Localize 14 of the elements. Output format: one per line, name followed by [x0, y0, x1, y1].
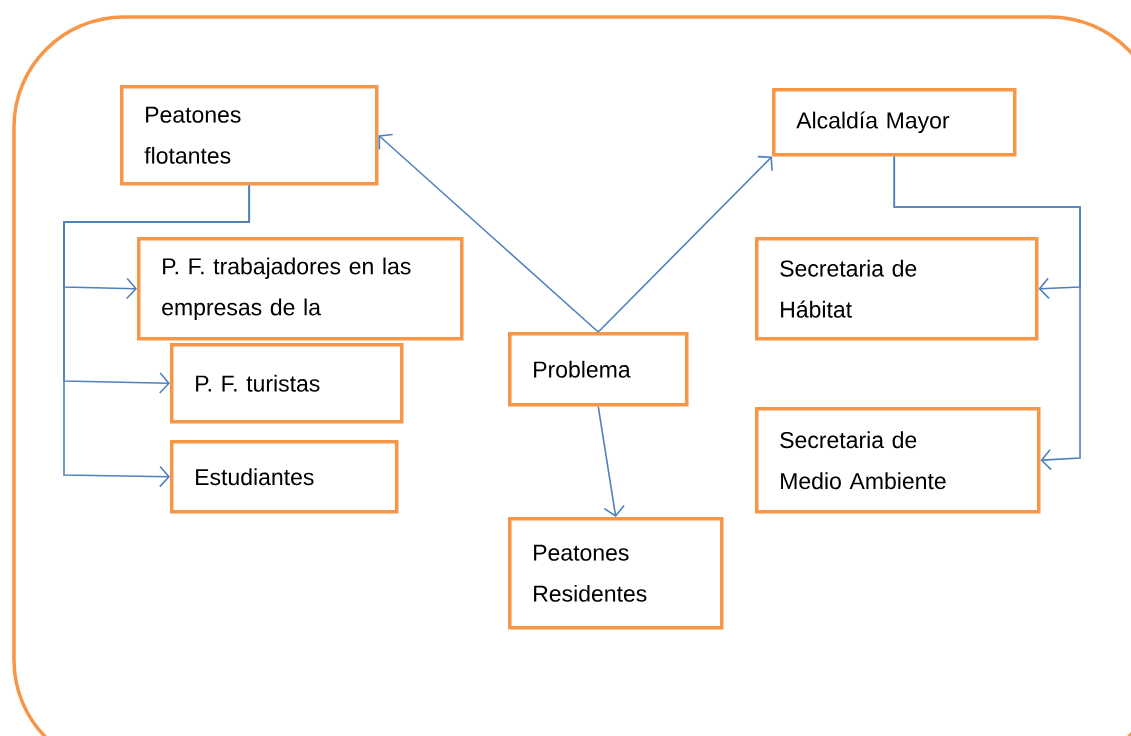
arrow — [893, 155, 1081, 471]
text-box: P. F. turistas — [170, 343, 404, 424]
text-box: Secretaria de Hábitat — [755, 237, 1039, 341]
text-box: Peatones flotantes — [120, 85, 379, 186]
text-box: P. F. trabajadores en las empresas de la — [137, 237, 464, 341]
text-box: Secretaria de Medio Ambiente — [755, 407, 1041, 514]
arrow — [597, 405, 625, 517]
text-box: Peatones Residentes — [508, 517, 724, 630]
arrow — [597, 155, 773, 333]
arrow — [378, 133, 600, 333]
text-box: Problema — [508, 332, 689, 407]
arrow — [63, 184, 251, 488]
text-box: Estudiantes — [170, 440, 399, 514]
text-box: Alcaldía Mayor — [772, 88, 1017, 157]
